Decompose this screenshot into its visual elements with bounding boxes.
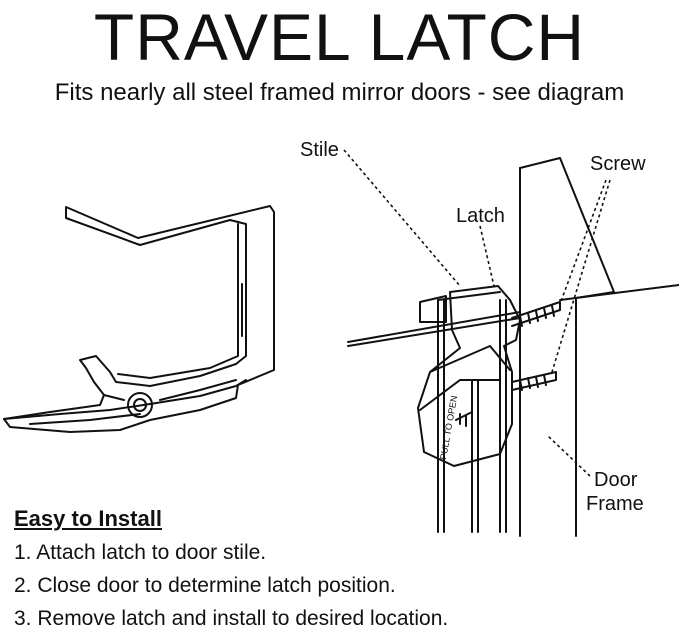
- install-steps: 1. Attach latch to door stile. 2. Close …: [14, 536, 674, 635]
- latch-product-illustration: [3, 205, 275, 433]
- title: TRAVEL LATCH: [93, 0, 586, 74]
- screw-lower: [511, 371, 557, 391]
- label-latch: Latch: [456, 205, 505, 227]
- install-instructions: Easy to Install 1. Attach latch to door …: [14, 504, 674, 635]
- door-stile: [437, 299, 479, 533]
- label-door-frame-1: Door: [594, 469, 638, 491]
- door-frame: [519, 157, 615, 537]
- install-step: 2. Close door to determine latch positio…: [14, 574, 396, 597]
- install-step: 3. Remove latch and install to desired l…: [14, 607, 449, 630]
- installation-illustration: [347, 157, 679, 537]
- label-door-frame-2: Frame: [586, 493, 644, 515]
- latch-face-text: PULL TO OPEN: [438, 395, 459, 461]
- install-step: 1. Attach latch to door stile.: [14, 541, 267, 564]
- label-stile: Stile: [300, 139, 339, 161]
- leader-latch: [479, 225, 495, 287]
- subtitle: Fits nearly all steel framed mirror door…: [54, 79, 625, 106]
- leader-screw-1: [559, 179, 607, 305]
- leader-door-frame: [547, 435, 591, 477]
- latch-installed: [417, 285, 521, 467]
- label-screw: Screw: [590, 153, 646, 175]
- leader-stile: [343, 149, 461, 287]
- install-heading: Easy to Install: [14, 506, 162, 531]
